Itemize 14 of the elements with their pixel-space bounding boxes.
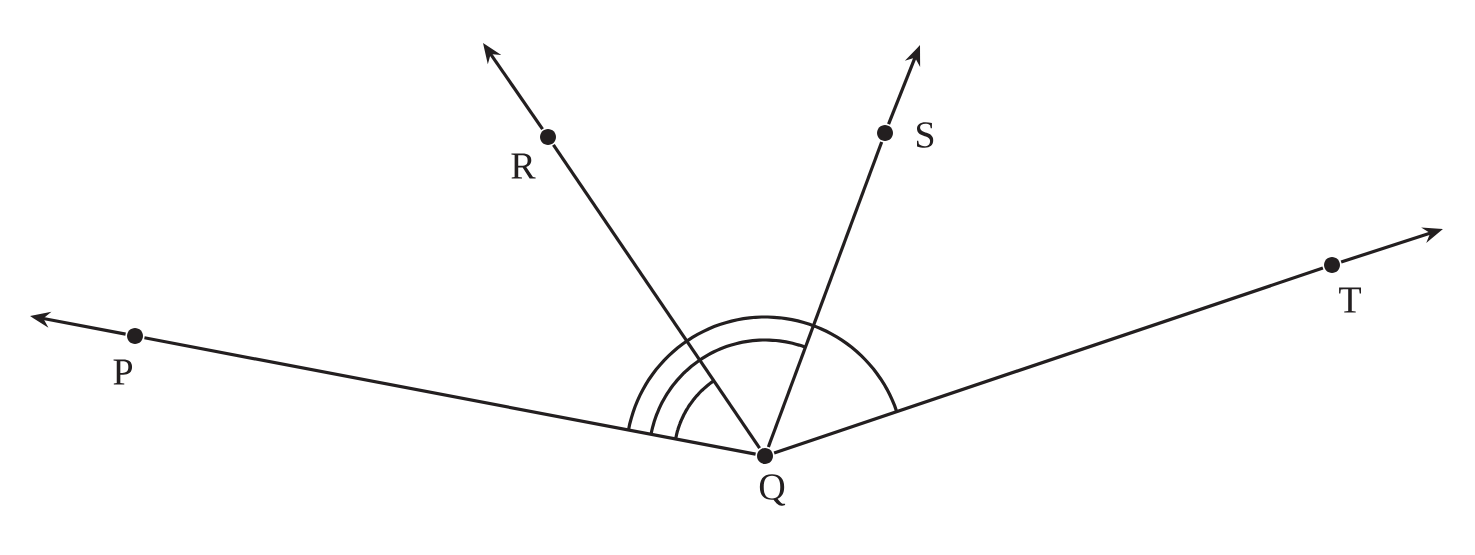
point-label: S	[917, 122, 934, 148]
point-label: P	[113, 359, 133, 385]
point	[127, 328, 143, 344]
point	[1324, 257, 1340, 273]
ray	[766, 141, 884, 448]
point-label: R	[511, 153, 536, 179]
point	[877, 125, 893, 141]
ray	[552, 144, 761, 449]
ray	[773, 266, 1324, 455]
ray	[144, 336, 756, 456]
point	[540, 129, 556, 145]
point	[757, 448, 773, 464]
point-label: T	[1339, 287, 1361, 313]
point-label: Q	[759, 474, 786, 506]
